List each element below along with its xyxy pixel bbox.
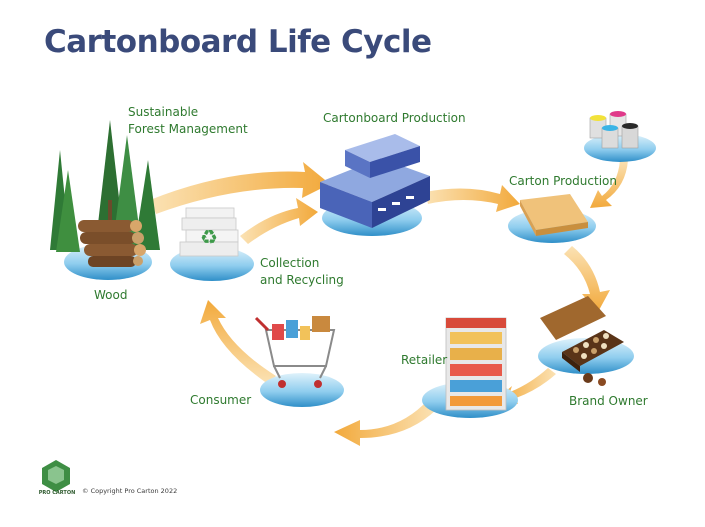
label-forest-line2: Forest Management [128,122,248,136]
shopping-cart-icon [254,316,336,388]
arrow-consumer-to-collection [200,300,276,384]
page-title: Cartonboard Life Cycle [44,24,432,60]
label-consumer: Consumer [190,393,252,407]
arrow-retailer-to-consumer [334,400,436,446]
factory-icon [320,134,430,228]
arrow-production-to-carton [425,185,520,212]
arrow-ink-to-carton [590,160,628,208]
pro-carton-logo [42,460,70,492]
label-retailer: Retailer [401,353,448,367]
chocolate-box-icon [540,296,624,386]
label-brand-owner: Brand Owner [569,394,648,408]
paper-recycling-icon: ♻ [179,207,239,257]
label-sustainable-forest: Sustainable Forest Management [128,104,248,138]
copyright-text: © Copyright Pro Carton 2022 [82,487,178,495]
svg-text:♻: ♻ [200,225,218,249]
label-forest-line1: Sustainable [128,105,199,119]
disc-consumer [260,373,344,407]
retail-shelf-icon [445,317,507,411]
carton-sheet-icon [520,194,588,236]
ink-cans-icon [589,111,639,149]
wood-logs-icon [78,220,146,267]
label-cartonboard-production: Cartonboard Production [323,111,466,125]
label-wood: Wood [94,288,128,302]
label-collection-recycling: Collection and Recycling [260,255,344,289]
arrow-wood-to-production [150,162,330,214]
label-collection-line1: Collection [260,256,320,270]
flow-arrows [150,160,628,446]
label-collection-line2: and Recycling [260,273,344,287]
label-carton-production: Carton Production [509,174,617,188]
logo-text: PRO CARTON [38,490,76,496]
arrow-carton-to-brand [564,246,610,312]
arrow-collection-to-production [240,198,318,244]
